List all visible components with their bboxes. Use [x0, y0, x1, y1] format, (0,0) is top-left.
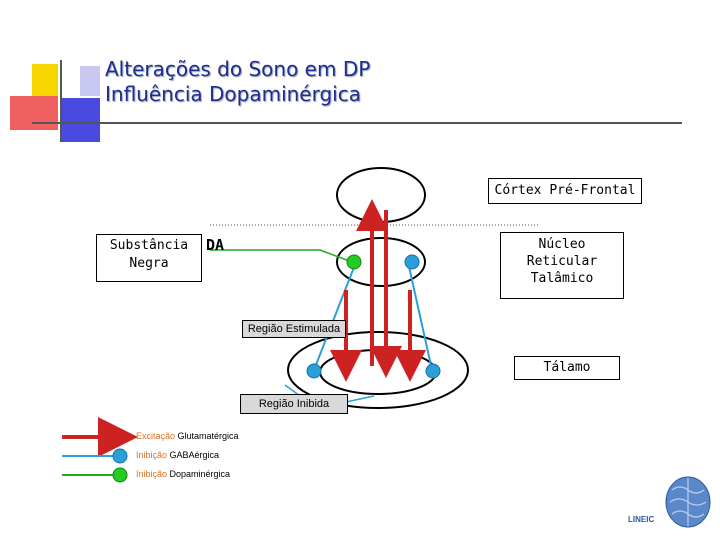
talamo-label-box: Tálamo	[514, 356, 620, 380]
talamo-outer-ellipse	[287, 331, 469, 409]
nucleo-ellipse	[336, 237, 426, 287]
slide-title: Alterações do Sono em DP	[105, 57, 371, 81]
cortex-ellipse	[336, 167, 426, 223]
decor-square-blue	[60, 98, 100, 142]
legend-gaba-rest: GABAérgica	[167, 450, 220, 460]
slide-subtitle: Influência Dopaminérgica	[105, 82, 361, 106]
legend-gaba-colored: Inibição	[136, 450, 168, 460]
gaba-dot-talamo-right	[425, 363, 441, 379]
legend-gaba-dot	[112, 448, 128, 464]
nucleo-label-line1: Núcleo	[538, 237, 586, 252]
legend-dopamine-rest: Dopaminérgica	[167, 469, 231, 479]
gaba-line-right	[407, 261, 433, 371]
gaba-dot-nucleo	[404, 254, 420, 270]
substancia-label-line1: Substância	[109, 238, 189, 253]
decor-square-red	[10, 96, 58, 130]
nucleo-label-box: Núcleo Reticular Talâmico	[500, 232, 624, 299]
legend-excitation-colored: Excitação	[136, 431, 176, 441]
cortex-label: Córtex Pré-Frontal	[494, 183, 636, 198]
legend-dopamine-dot	[112, 467, 128, 483]
substancia-label-box: Substância Negra	[96, 234, 202, 282]
da-label: DA	[206, 236, 225, 254]
substancia-label-line2: Negra	[129, 256, 169, 271]
legend-item-excitation: Excitação Glutamatérgica	[136, 431, 239, 441]
inibida-arrow-right	[345, 395, 375, 403]
gaba-line-left	[313, 261, 357, 371]
decor-square-pale-blue	[80, 66, 100, 96]
decor-header-rule	[32, 122, 682, 124]
legend-excitation-rest: Glutamatérgica	[175, 431, 239, 441]
brain-logo-folds	[669, 478, 707, 526]
nucleo-label-line3: Talâmico	[530, 271, 594, 286]
logo-text: LINEIC	[628, 515, 655, 524]
decor-vertical-bar	[60, 60, 62, 142]
regiao-estimulada-box: Região Estimulada	[242, 320, 346, 338]
talamo-label: Tálamo	[543, 360, 591, 375]
talamo-inner-ellipse	[319, 349, 437, 395]
dopamine-dot	[346, 254, 362, 270]
legend-dopamine-colored: Inibição	[136, 469, 168, 479]
cortex-label-box: Córtex Pré-Frontal	[488, 178, 642, 204]
regiao-estimulada-label: Região Estimulada	[247, 323, 341, 335]
legend-item-gaba: Inibição GABAérgica	[136, 450, 219, 460]
gaba-dot-talamo-left	[306, 363, 322, 379]
decor-square-yellow	[32, 64, 58, 98]
nucleo-label-line2: Reticular	[526, 254, 598, 269]
regiao-inibida-box: Região Inibida	[240, 394, 348, 414]
legend-item-dopamine: Inibição Dopaminérgica	[136, 469, 230, 479]
regiao-inibida-label: Região Inibida	[258, 398, 330, 410]
da-pathway-line	[210, 249, 353, 263]
